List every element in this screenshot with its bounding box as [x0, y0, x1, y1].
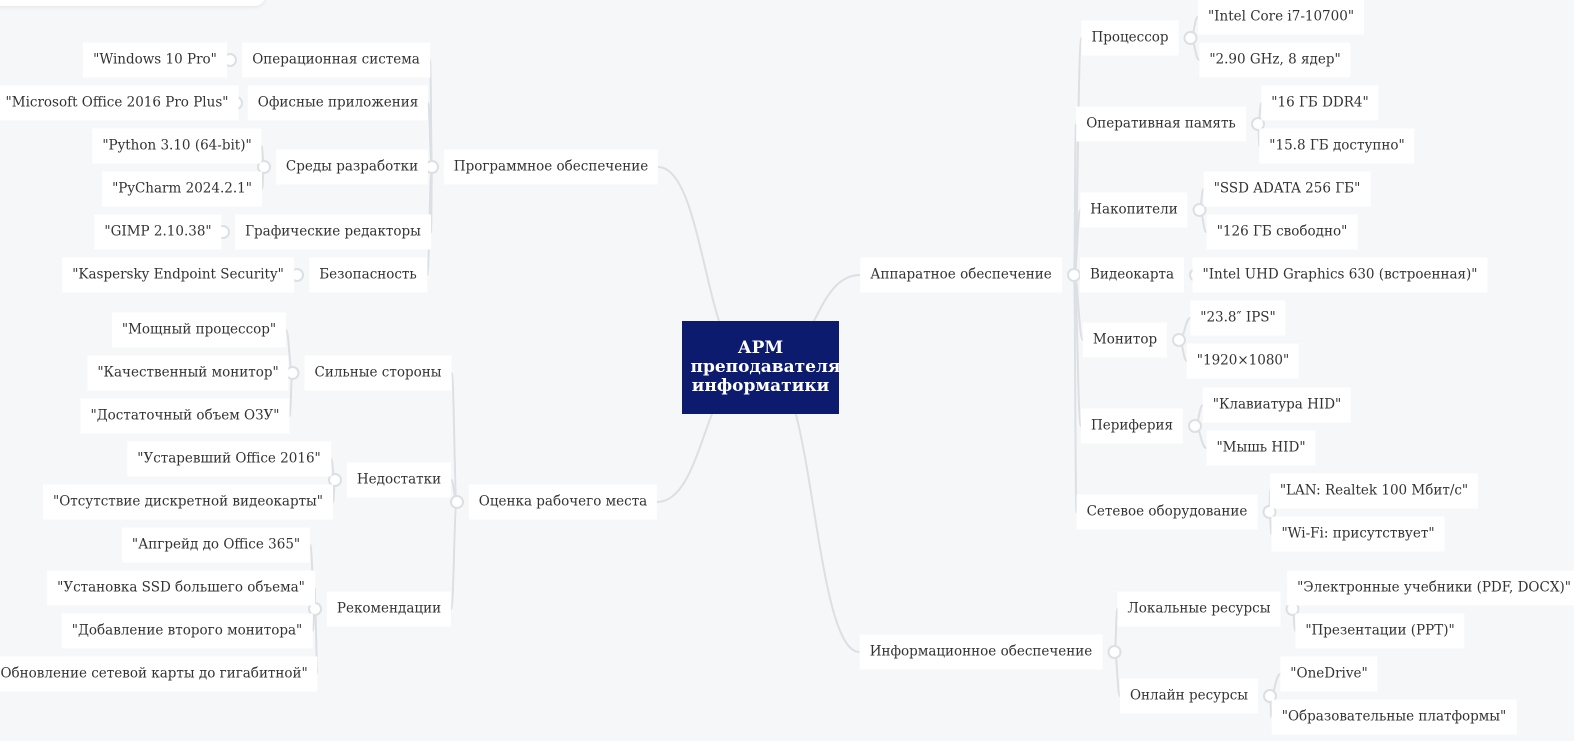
leaf-topic[interactable]: "16 ГБ DDR4"	[1261, 85, 1379, 121]
branch-subtopic-link	[450, 501, 458, 610]
collapse-toggle[interactable]	[1172, 333, 1186, 347]
branch-topic[interactable]: Программное обеспечение	[443, 149, 659, 185]
leaf-topic[interactable]: "Электронные учебники (PDF, DOCX)"	[1287, 570, 1574, 606]
leaf-topic[interactable]: "Клавиатура HID"	[1202, 387, 1352, 423]
subtopic[interactable]: Процессор	[1081, 20, 1179, 56]
root-topic[interactable]: АРМ преподавателя информатики	[682, 321, 841, 414]
leaf-topic[interactable]: "23.8″ IPS"	[1190, 300, 1286, 336]
leaf-topic[interactable]: "Kaspersky Endpoint Security"	[62, 257, 294, 293]
root-topic-label: АРМ преподавателя информатики	[690, 338, 841, 396]
subtopic[interactable]: Периферия	[1080, 408, 1184, 444]
subtopic[interactable]: Рекомендации	[326, 591, 452, 627]
leaf-topic[interactable]: "126 ГБ свободно"	[1206, 214, 1358, 250]
collapse-toggle[interactable]	[1192, 203, 1207, 217]
subtopic[interactable]: Среды разработки	[275, 149, 429, 185]
leaf-topic[interactable]: "Microsoft Office 2016 Pro Plus"	[0, 85, 239, 121]
branch-topic[interactable]: Аппаратное обеспечение	[860, 257, 1062, 293]
leaf-topic[interactable]: "Добавление второго монитора"	[61, 613, 313, 649]
leaf-topic[interactable]: "Intel UHD Graphics 630 (встроенная)"	[1192, 257, 1488, 293]
collapse-toggle[interactable]	[1262, 505, 1277, 519]
branch-topic[interactable]: Оценка рабочего места	[468, 484, 658, 520]
branch-subtopic-link	[1073, 274, 1078, 513]
collapse-toggle[interactable]	[1183, 31, 1198, 45]
subtopic[interactable]: Онлайн ресурсы	[1119, 678, 1259, 714]
leaf-topic[interactable]: "1920×1080"	[1186, 343, 1300, 379]
collapse-toggle[interactable]	[1263, 689, 1277, 703]
leaf-topic[interactable]: "Апгрейд до Office 365"	[121, 527, 311, 563]
leaf-topic[interactable]: "Устаревший Office 2016"	[127, 441, 331, 477]
leaf-topic[interactable]: "OneDrive"	[1280, 656, 1378, 692]
leaf-topic[interactable]: "Образовательные платформы"	[1271, 699, 1517, 735]
leaf-topic[interactable]: "LAN: Realtek 100 Мбит/с"	[1269, 473, 1479, 509]
leaf-topic[interactable]: "Презентации (PPT)"	[1295, 613, 1465, 649]
branch-topic[interactable]: Информационное обеспечение	[859, 634, 1103, 670]
subtopic[interactable]: Монитор	[1082, 322, 1168, 358]
subtopic[interactable]: Видеокарта	[1080, 257, 1184, 293]
leaf-topic[interactable]: "PyCharm 2024.2.1"	[102, 171, 262, 207]
leaf-topic[interactable]: "Достаточный объем ОЗУ"	[80, 398, 290, 434]
leaf-topic[interactable]: "Wi-Fi: присутствует"	[1271, 516, 1445, 552]
toolbar-card	[0, 0, 265, 6]
collapse-toggle[interactable]	[328, 473, 342, 487]
leaf-topic[interactable]: "2.90 GHz, 8 ядер"	[1199, 42, 1351, 78]
subtopic[interactable]: Недостатки	[346, 462, 452, 498]
subtopic[interactable]: Сильные стороны	[304, 355, 452, 391]
subtopic[interactable]: Локальные ресурсы	[1117, 591, 1281, 627]
leaf-topic[interactable]: "15.8 ГБ доступно"	[1259, 128, 1415, 164]
collapse-toggle[interactable]	[1188, 419, 1202, 433]
subtopic[interactable]: Офисные приложения	[247, 85, 429, 121]
leaf-topic[interactable]: "Обновление сетевой карты до гигабитной"	[0, 656, 318, 692]
leaf-topic[interactable]: "Intel Core i7-10700"	[1197, 0, 1365, 35]
subtopic[interactable]: Безопасность	[309, 257, 427, 293]
leaf-topic[interactable]: "Windows 10 Pro"	[83, 42, 227, 78]
leaf-topic[interactable]: "Установка SSD большего объема"	[47, 570, 315, 606]
collapse-toggle[interactable]	[1067, 268, 1081, 282]
collapse-toggle[interactable]	[450, 495, 464, 509]
collapse-toggle[interactable]	[1251, 117, 1265, 131]
subtopic[interactable]: Накопители	[1080, 192, 1188, 228]
collapse-toggle[interactable]	[1107, 645, 1122, 659]
subtopic[interactable]: Графические редакторы	[235, 214, 431, 250]
leaf-topic[interactable]: "Мощный процессор"	[111, 312, 287, 348]
collapse-toggle[interactable]	[308, 602, 322, 616]
subtopic[interactable]: Сетевое оборудование	[1076, 494, 1258, 530]
subtopic[interactable]: Оперативная память	[1076, 106, 1246, 142]
collapse-toggle[interactable]	[257, 160, 271, 174]
leaf-topic[interactable]: "Python 3.10 (64-bit)"	[92, 128, 262, 164]
leaf-topic[interactable]: "Отсутствие дискретной видеокарты"	[42, 484, 334, 520]
leaf-topic[interactable]: "Качественный монитор"	[87, 355, 289, 391]
leaf-topic[interactable]: "SSD ADATA 256 ГБ"	[1203, 171, 1371, 207]
leaf-topic[interactable]: "GIMP 2.10.38"	[94, 214, 222, 250]
leaf-topic[interactable]: "Мышь HID"	[1206, 430, 1316, 466]
subtopic[interactable]: Операционная система	[242, 42, 430, 78]
